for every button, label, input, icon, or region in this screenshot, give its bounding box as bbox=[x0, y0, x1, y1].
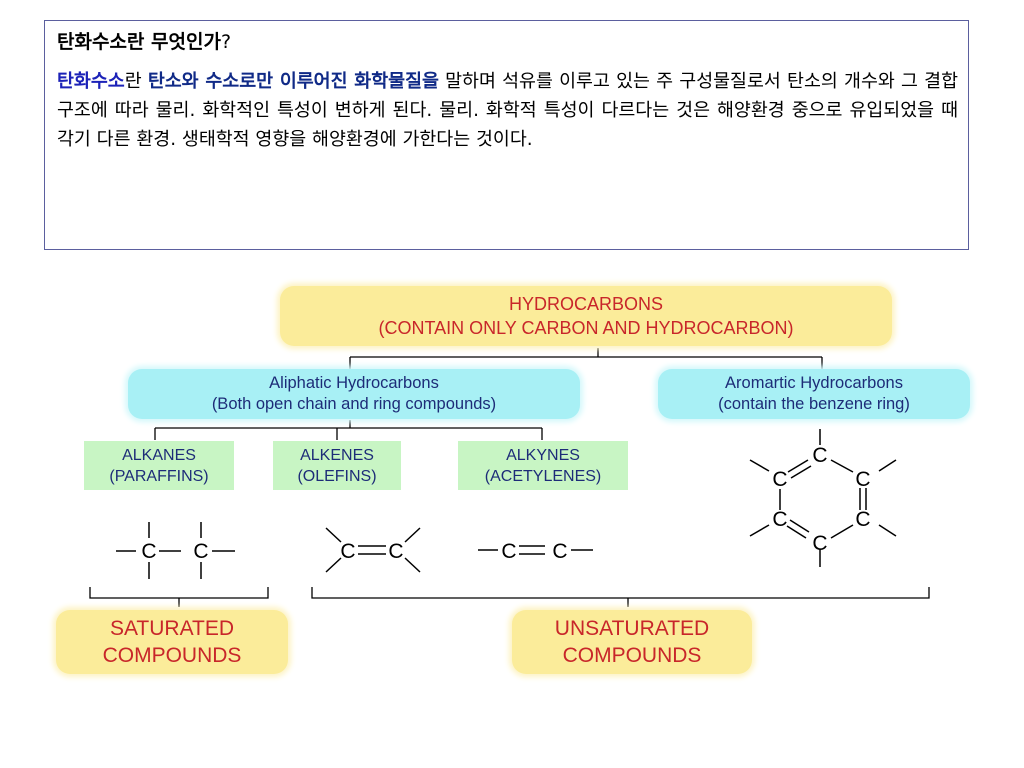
node-alkanes-line1: ALKANES bbox=[122, 446, 196, 464]
benzene-atom-bottom: C bbox=[812, 532, 827, 555]
node-alkenes-line1: ALKENES bbox=[300, 446, 374, 464]
node-aromatic-line1: Aromartic Hydrocarbons bbox=[725, 374, 903, 392]
tree-connectors bbox=[89, 348, 930, 607]
intro-title-suffix: ? bbox=[220, 31, 232, 53]
benzene-atoms: C C C C C C bbox=[772, 444, 870, 555]
benzene-structure bbox=[749, 429, 897, 567]
benzene-atom-lower-right: C bbox=[855, 508, 870, 531]
alkene-structure bbox=[325, 527, 421, 573]
node-alkenes: ALKENES (OLEFINS) bbox=[273, 441, 401, 490]
intro-body-2: 말하며 석유를 이루고 있는 주 구성물질로서 탄소의 개수와 그 결합 구조에… bbox=[57, 71, 958, 150]
node-alkynes-line2: (ACETYLENES) bbox=[484, 467, 602, 485]
node-unsaturated-line1: UNSATURATED bbox=[554, 617, 710, 640]
node-aliphatic: Aliphatic Hydrocarbons (Both open chain … bbox=[128, 369, 580, 419]
node-saturated-line2: COMPOUNDS bbox=[102, 644, 242, 667]
node-aromatic: Aromartic Hydrocarbons (contain the benz… bbox=[658, 369, 970, 419]
node-hydrocarbons-line1: HYDROCARBONS bbox=[508, 294, 664, 314]
intro-definition: 탄소와 수소로만 이루어진 화학물질을 bbox=[147, 71, 439, 92]
node-unsaturated-line2: COMPOUNDS bbox=[562, 644, 702, 667]
alkyne-atom-c2: C bbox=[552, 540, 567, 563]
alkene-atom-c2: C bbox=[388, 540, 403, 563]
benzene-atom-lower-left: C bbox=[772, 508, 787, 531]
node-alkynes: ALKYNES (ACETYLENES) bbox=[458, 441, 628, 490]
node-alkanes: ALKANES (PARAFFINS) bbox=[84, 441, 234, 490]
alkane-structure bbox=[116, 522, 235, 579]
alkyne-atom-c1: C bbox=[501, 540, 516, 563]
node-aliphatic-line1: Aliphatic Hydrocarbons bbox=[269, 374, 439, 392]
node-aliphatic-line2: (Both open chain and ring compounds) bbox=[211, 395, 497, 413]
alkane-atoms: C C bbox=[141, 540, 208, 563]
node-alkenes-line2: (OLEFINS) bbox=[297, 467, 377, 485]
alkyne-atoms: C C bbox=[501, 540, 567, 563]
node-alkynes-line1: ALKYNES bbox=[506, 446, 580, 464]
bracket-saturated bbox=[89, 587, 269, 599]
intro-body-1: 란 bbox=[124, 71, 148, 92]
alkyne-structure bbox=[478, 545, 593, 555]
node-aromatic-line2: (contain the benzene ring) bbox=[718, 395, 910, 413]
node-hydrocarbons: HYDROCARBONS (CONTAIN ONLY CARBON AND HY… bbox=[280, 286, 892, 346]
benzene-atom-upper-left: C bbox=[772, 468, 787, 491]
alkane-atom-c1: C bbox=[141, 540, 156, 563]
node-unsaturated: UNSATURATED COMPOUNDS bbox=[512, 610, 752, 674]
alkane-atom-c2: C bbox=[193, 540, 208, 563]
intro-body: 탄화수소란 탄소와 수소로만 이루어진 화학물질을 말하며 석유를 이루고 있는… bbox=[57, 67, 958, 154]
node-saturated-line1: SATURATED bbox=[109, 617, 235, 640]
alkene-atom-c1: C bbox=[340, 540, 355, 563]
intro-text-box: 탄화수소란 무엇인가? 탄화수소란 탄소와 수소로만 이루어진 화학물질을 말하… bbox=[44, 20, 969, 250]
bracket-unsaturated bbox=[311, 587, 930, 599]
intro-title: 탄화수소란 무엇인가? bbox=[57, 29, 958, 55]
node-alkanes-line2: (PARAFFINS) bbox=[109, 467, 209, 485]
intro-term: 탄화수소 bbox=[57, 71, 125, 92]
benzene-atom-top: C bbox=[812, 444, 827, 467]
benzene-atom-upper-right: C bbox=[855, 468, 870, 491]
alkene-atoms: C C bbox=[340, 540, 403, 563]
node-hydrocarbons-line2: (CONTAIN ONLY CARBON AND HYDROCARBON) bbox=[378, 318, 794, 338]
intro-title-text: 탄화수소란 무엇인가 bbox=[57, 31, 221, 53]
node-saturated: SATURATED COMPOUNDS bbox=[56, 610, 288, 674]
